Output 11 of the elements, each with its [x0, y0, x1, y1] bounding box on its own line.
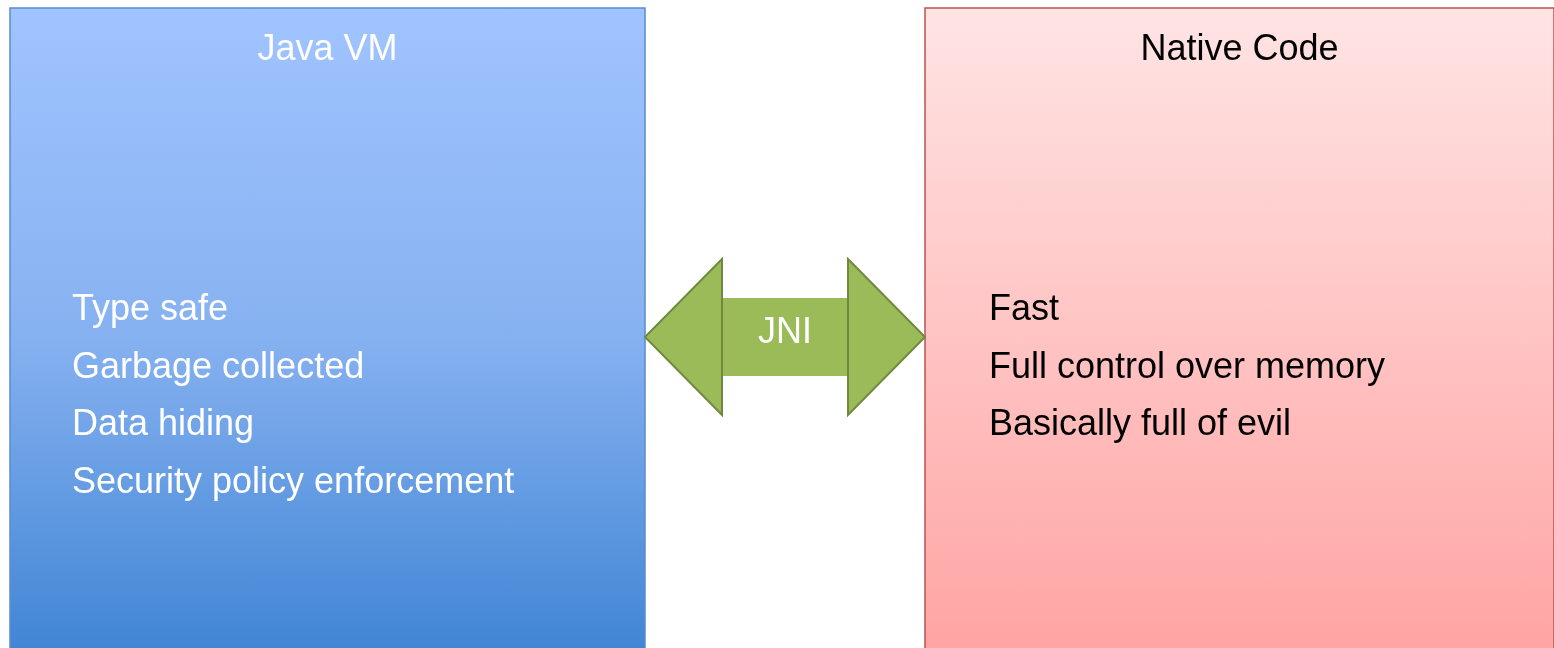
- feature-text: Garbage collected: [72, 345, 365, 386]
- edge-label: JNI: [757, 311, 813, 351]
- feature-text: Data hiding: [72, 403, 255, 443]
- feature-text: Full control over memory: [989, 345, 1386, 386]
- feature-text: Type safe: [72, 288, 229, 328]
- double-arrow: [644, 258, 926, 416]
- feature-text: Fast: [989, 288, 1059, 328]
- panel-title: Native Code: [1139, 28, 1340, 68]
- feature-text: Basically full of evil: [989, 403, 1292, 443]
- feature-text: Security policy enforcement: [72, 460, 515, 501]
- panel-title: Java VM: [256, 28, 399, 68]
